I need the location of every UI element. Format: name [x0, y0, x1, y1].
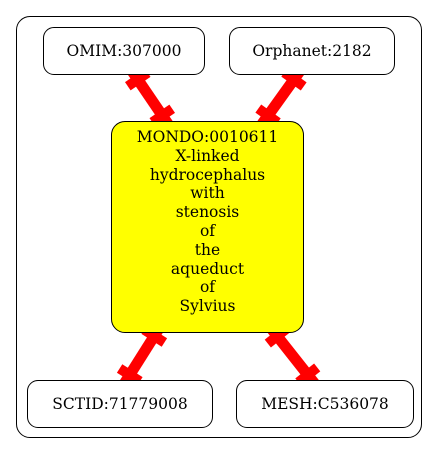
edge-omim-center-end-marker	[149, 104, 175, 127]
node-sctid[interactable]: SCTID:71779008	[27, 380, 213, 428]
node-mesh-label: MESH:C536078	[261, 395, 389, 413]
node-omim-label: OMIM:307000	[66, 42, 182, 60]
node-orphanet-label: Orphanet:2182	[252, 42, 372, 60]
node-center-mondo[interactable]: MONDO:0010611 X-linked hydrocephalus wit…	[111, 121, 304, 333]
center-label-line: stenosis	[175, 203, 240, 222]
node-sctid-label: SCTID:71779008	[52, 395, 188, 413]
center-label-line: hydrocephalus	[149, 165, 266, 184]
center-label-line: aqueduct	[170, 259, 245, 278]
node-orphanet[interactable]: Orphanet:2182	[229, 27, 395, 75]
center-label-line: with	[190, 184, 225, 203]
center-label-line: Sylvius	[179, 297, 236, 316]
center-label-line: the	[194, 240, 221, 259]
node-omim[interactable]: OMIM:307000	[43, 27, 205, 75]
center-label-line: of	[199, 221, 216, 240]
center-node-id: MONDO:0010611	[136, 128, 279, 146]
center-label-line: of	[199, 278, 216, 297]
center-label-line: X-linked	[175, 146, 240, 165]
node-mesh[interactable]: MESH:C536078	[236, 380, 414, 428]
